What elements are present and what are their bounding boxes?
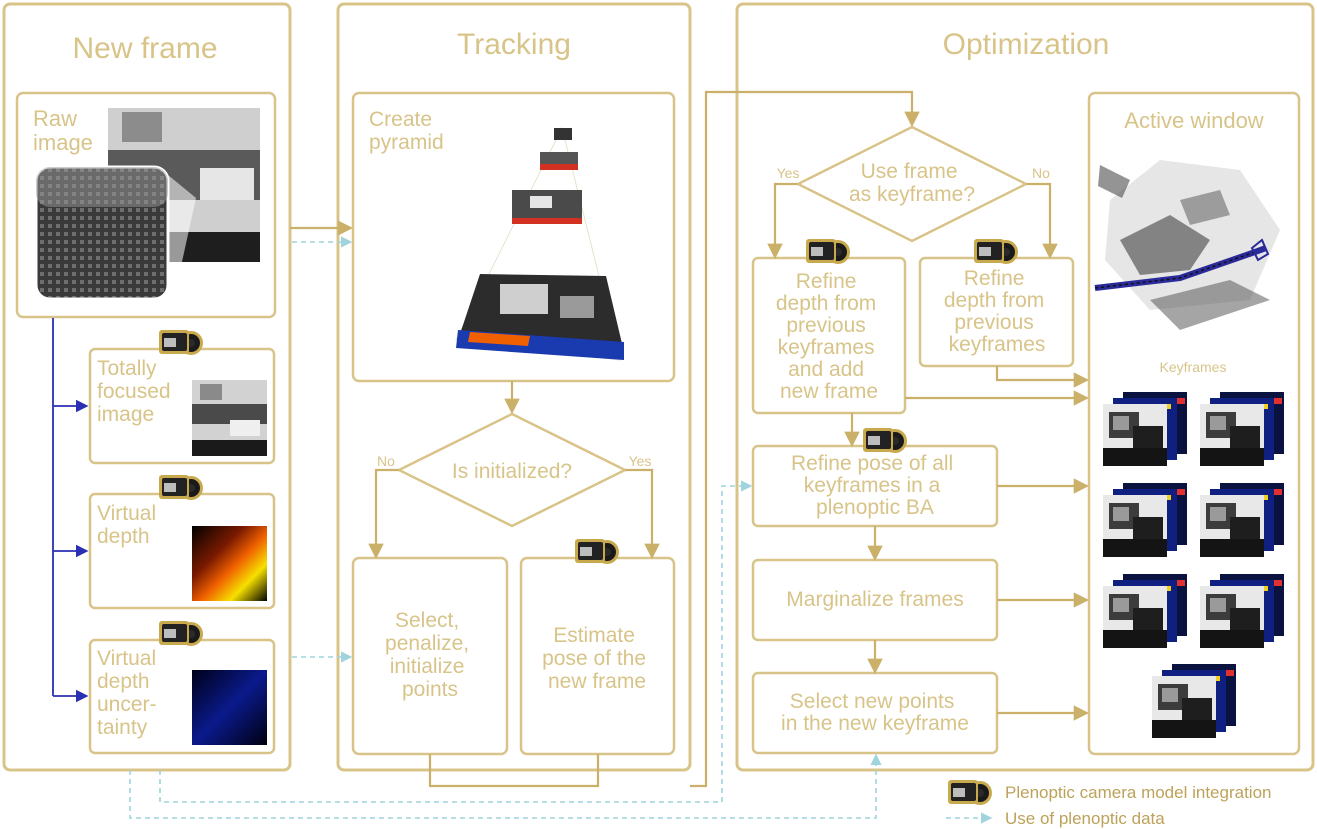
marginalize-label: Marginalize frames	[786, 588, 963, 611]
decision-yes-arrow	[625, 468, 660, 560]
plenoptic-camera-icon	[974, 239, 1018, 264]
use-as-keyframe-decision	[795, 125, 1029, 243]
keyframe-stack	[1103, 574, 1187, 648]
keyframe-stack	[1200, 574, 1284, 648]
virtual-depth-uncertainty-label: Virtual depth uncer- tainty	[97, 647, 162, 739]
totally-focused-thumbnail	[192, 380, 267, 456]
active-window-label: Active window	[1124, 108, 1264, 133]
refine-pose-label: Refine pose of all keyframes in a plenop…	[791, 452, 959, 519]
optimization-no-label: No	[1032, 165, 1050, 181]
panel-title-tracking: Tracking	[457, 28, 571, 61]
create-pyramid-label: Create pyramid	[369, 108, 444, 154]
image-pyramid-graphic	[455, 126, 624, 361]
totally-focused-label: Totally focused image	[97, 357, 176, 426]
plenoptic-data-link	[159, 480, 753, 803]
legend-plenoptic-data-label: Use of plenoptic data	[1005, 809, 1165, 828]
is-initialized-decision	[396, 412, 628, 528]
keyframe-stack	[1152, 664, 1236, 738]
tracking-no-label: No	[377, 453, 395, 469]
plenoptic-camera-icon	[948, 780, 992, 805]
raw-image-label: Raw image	[33, 106, 93, 155]
optimization-panel	[735, 2, 1315, 772]
plenoptic-camera-icon	[159, 475, 203, 500]
virtual-depth-thumbnail	[192, 526, 267, 601]
keyframe-stacks	[1103, 392, 1284, 738]
virtual-depth-uncertainty-thumbnail	[192, 670, 267, 745]
keyframe-stack	[1200, 483, 1284, 557]
plenoptic-camera-icon	[575, 539, 619, 564]
refine-and-add-label: Refine depth from previous keyframes and…	[776, 270, 882, 403]
keyframe-stack	[1200, 392, 1284, 466]
plenoptic-camera-icon	[159, 330, 203, 355]
estimate-pose-label: Estimate pose of the new frame	[542, 624, 652, 693]
keyframe-stack	[1103, 392, 1187, 466]
tracking-merge-line	[428, 754, 600, 788]
raw-image-thumbnail	[34, 108, 260, 301]
refine-previous-label: Refine depth from previous keyframes	[944, 267, 1050, 356]
plenoptic-camera-icon	[863, 428, 907, 453]
keyframes-label: Keyframes	[1160, 359, 1227, 375]
select-points-label: Select, penalize, initialize points	[385, 609, 475, 701]
point-cloud-graphic	[1094, 144, 1294, 340]
keyframe-no-arrow	[1026, 182, 1058, 260]
active-window-box	[1087, 91, 1301, 756]
select-new-points-label: Select new points in the new keyframe	[781, 690, 969, 735]
optimization-yes-label: Yes	[777, 165, 800, 181]
legend: Plenoptic camera model integration Use o…	[946, 780, 1271, 828]
raw-image-derivation-tree	[52, 318, 89, 703]
create-pyramid-box	[351, 91, 676, 383]
virtual-depth-label: Virtual depth	[97, 502, 162, 548]
use-as-keyframe-label: Use frame as keyframe?	[849, 160, 975, 206]
tracking-yes-label: Yes	[629, 453, 652, 469]
plenoptic-camera-icon	[159, 621, 203, 646]
keyframe-yes-arrow	[767, 182, 798, 260]
new-frame-panel	[2, 2, 292, 772]
tracking-to-optimization-line	[690, 90, 920, 788]
panel-title-new-frame: New frame	[72, 32, 217, 65]
plenoptic-camera-icon	[806, 239, 850, 264]
legend-camera-model-label: Plenoptic camera model integration	[1005, 783, 1271, 802]
tracking-panel	[336, 2, 692, 772]
keyframe-stack	[1103, 483, 1187, 557]
panel-title-optimization: Optimization	[943, 28, 1110, 61]
is-initialized-label: Is initialized?	[452, 460, 572, 483]
raw-image-box	[15, 91, 277, 319]
decision-no-arrow	[368, 468, 399, 560]
refine-prev-to-window-arrow	[995, 366, 1090, 388]
